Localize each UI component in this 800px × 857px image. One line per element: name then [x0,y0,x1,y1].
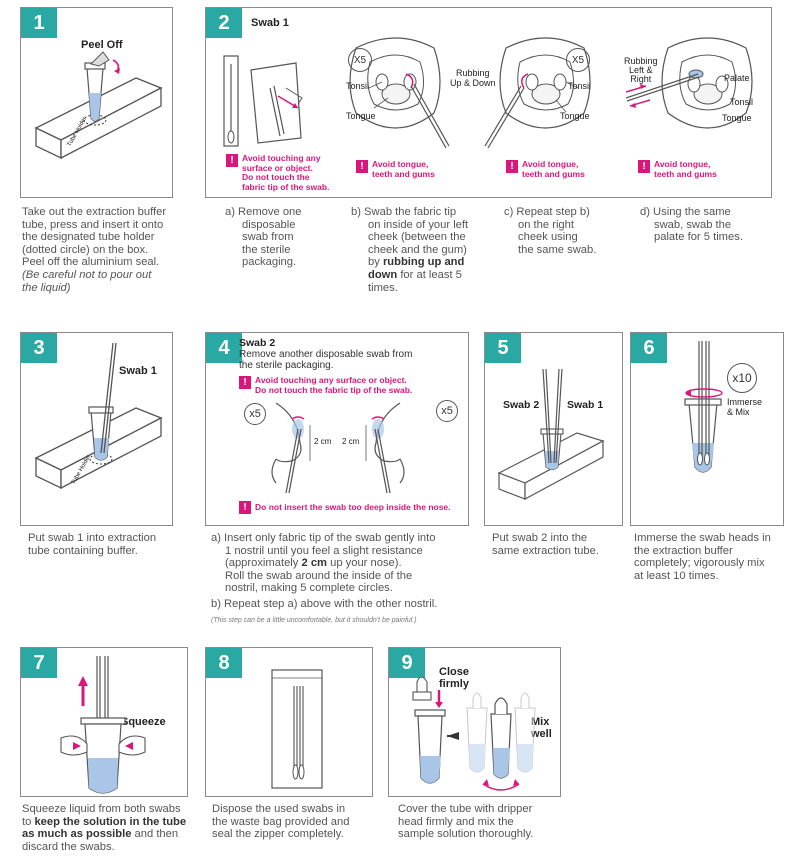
box-tube-illustration [34,51,163,160]
squeeze-label: Squeeze [121,716,166,728]
step9-panel: 9 Close firmly Mix well [388,647,561,797]
warning-icon: ! [239,501,251,514]
swab1-label: Swab 1 [567,399,604,411]
step1-panel: 1 Peel Off Tube Holder [20,7,173,198]
step7-panel: 7 Squeeze [20,647,188,797]
tonsil-label-3: Tonsil [730,97,754,107]
waste-bag-illustration [271,669,323,789]
step6-number: 6 [631,333,667,363]
tongue-label-2: Tongue [560,111,590,121]
tonsil-label-2: Tonsil [568,81,592,91]
depth-label-right: 2 cm [342,437,360,446]
tonsil-label-1: Tonsil [346,81,370,91]
step2-number: 2 [206,8,242,38]
tube-immerse-illustration [684,341,723,473]
step2-warning-tongue-d: ! Avoid tongue,teeth and gums [638,159,717,179]
step2-panel: 2 Swab 1 [205,7,772,198]
step2a-instructions: a) Remove one disposable swab from the s… [225,206,302,269]
mix-well-label: Mix well [531,716,552,740]
box-swab-illustration [34,342,163,490]
step3-instructions: Put swab 1 into extraction tube containi… [28,532,157,557]
step2-title: Swab 1 [251,17,289,29]
peel-off-label: Peel Off [81,39,123,51]
step2-warning-touch: ! Avoid touching any surface or object. … [226,153,329,192]
warning-icon: ! [356,160,368,173]
x5-badge-right: x5 [436,400,458,422]
step2c-instructions: c) Repeat step b) on the right cheek usi… [504,206,597,256]
step7-number: 7 [21,648,57,678]
palate-label: Palate [724,73,750,83]
step3-number: 3 [21,333,57,363]
step3-panel: 3 Swab 1 Tube Holder [20,332,173,526]
step4-warning-touch: ! Avoid touching any surface or object. … [239,375,412,395]
swab1-label: Swab 1 [119,365,157,377]
rubbing-up-down-label: Rubbing Up & Down [450,68,496,88]
depth-label-left: 2 cm [314,437,332,446]
x5-badge-right: X5 [566,48,590,72]
x5-badge-left: x5 [244,403,266,425]
x10-badge: x10 [727,363,757,393]
step7-instructions: Squeeze liquid from both swabs to keep t… [22,803,187,853]
warning-icon: ! [226,154,238,167]
tongue-label-1: Tongue [346,111,376,121]
step4-warning-depth: ! Do not insert the swab too deep inside… [239,501,451,514]
step2b-instructions: b) Swab the fabric tip on inside of your… [351,206,469,294]
warning-icon: ! [239,376,251,389]
step4-number: 4 [206,333,242,363]
nose-swab-illustration [271,402,405,494]
step2d-instructions: d) Using the same swab, swab the palate … [640,206,743,244]
squeeze-tube-illustration [60,656,146,794]
step1-number: 1 [21,8,57,38]
step9-instructions: Cover the tube with dripper head firmly … [398,803,534,841]
step4-subtitle: Remove another disposable swab from the … [239,349,413,371]
dropper-mix-illustration [412,676,536,791]
step1-instructions: Take out the extraction buffer tube, pre… [22,206,167,294]
step2-warning-tongue-c: ! Avoid tongue,teeth and gums [506,159,585,179]
close-firmly-label: Close firmly [439,666,469,690]
immerse-mix-label: Immerse & Mix [727,397,763,417]
step8-number: 8 [206,648,242,678]
step8-instructions: Dispose the used swabs in the waste bag … [212,803,350,841]
step5-panel: 5 Swab 2 Swab 1 [484,332,623,526]
step8-panel: 8 [205,647,373,797]
step6-instructions: Immerse the swab heads in the extraction… [634,532,771,582]
warning-icon: ! [506,160,518,173]
step4-instructions: a) Insert only fabric tip of the swab ge… [211,532,438,624]
step2-warning-tongue-b: ! Avoid tongue,teeth and gums [356,159,435,179]
warning-icon: ! [638,160,650,173]
step5-number: 5 [485,333,521,363]
swab2-label: Swab 2 [503,399,540,411]
step9-number: 9 [389,648,425,678]
x5-badge-left: X5 [348,48,372,72]
step5-instructions: Put swab 2 into the same extraction tube… [492,532,599,557]
step4-panel: 4 Swab 2 Remove another disposable swab … [205,332,469,526]
box-two-swabs-illustration [497,368,605,501]
tongue-label-3: Tongue [722,113,752,123]
rubbing-left-right-label: Rubbing Left & Right [624,56,658,84]
step4-title: Swab 2 [239,337,276,349]
step6-panel: 6 x10 Immerse & Mix [630,332,784,526]
